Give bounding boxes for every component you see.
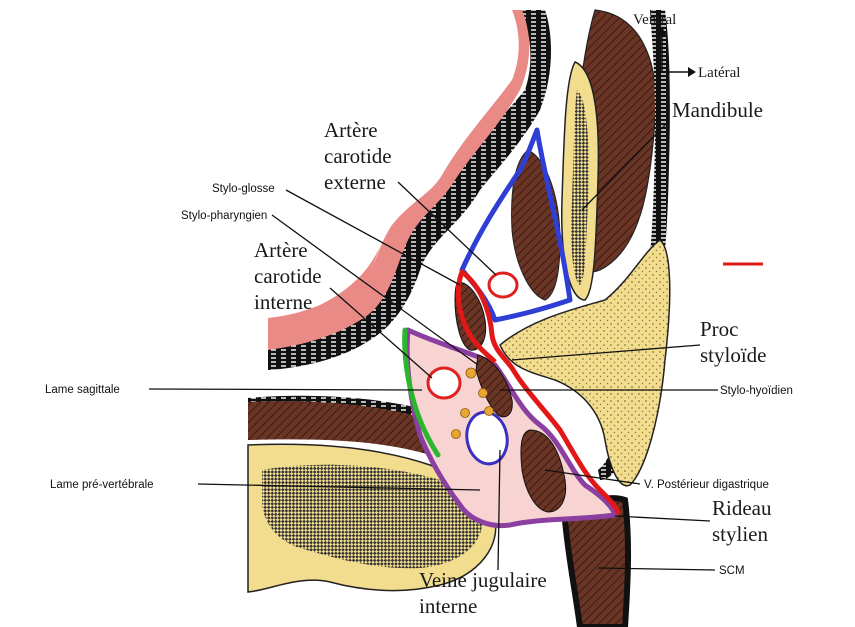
rideau-stylien-line1: Rideau (712, 496, 772, 520)
internal-carotid-artery (426, 366, 462, 400)
carotide-interne-line1: Artère (254, 238, 308, 262)
lame-prevertebrale-label: Lame pré-vertébrale (50, 479, 154, 491)
carotide-externe-line1: Artère (324, 118, 378, 142)
veine-jugulaire-line2: interne (419, 594, 477, 618)
orientation-axes (657, 27, 696, 77)
stylo-hyoidien-label: Stylo-hyoïdien (720, 385, 793, 397)
lame-sagittale-label: Lame sagittale (45, 384, 120, 396)
pharyngeal-wall (268, 10, 552, 370)
veine-jugulaire-line1: Veine jugulaire (419, 568, 547, 592)
scm-label: SCM (719, 565, 745, 577)
carotide-interne-line3: interne (254, 290, 312, 314)
lateral-label: Latéral (698, 65, 740, 81)
styloid-curtain (459, 269, 621, 515)
rideau-stylien-line2: stylien (712, 522, 768, 546)
stylo-glosse-label: Stylo-glosse (212, 183, 275, 195)
carotide-externe-line2: carotide (324, 144, 392, 168)
carotide-externe-line3: externe (324, 170, 386, 194)
carotide-interne-line2: carotide (254, 264, 322, 288)
styloid-process (499, 239, 671, 487)
mandibule-label: Mandibule (672, 98, 763, 122)
prestyloid-space (459, 127, 573, 323)
internal-jugular-vein (465, 410, 509, 466)
proc-styloide-line2: styloïde (700, 343, 767, 367)
proc-styloide-line1: Proc (700, 317, 739, 341)
v-posterieur-digastrique-label: V. Postérieur digastrique (644, 479, 769, 491)
stylo-pharyngien-label: Stylo-pharyngien (181, 210, 267, 222)
digastric-posterior-belly (520, 429, 567, 513)
external-carotid-artery (487, 271, 519, 299)
stylo-glosse-muscle (454, 281, 487, 351)
leader-lines (148, 121, 718, 571)
nerve-dots (451, 367, 494, 439)
ventral-label: Ventral (633, 12, 676, 28)
